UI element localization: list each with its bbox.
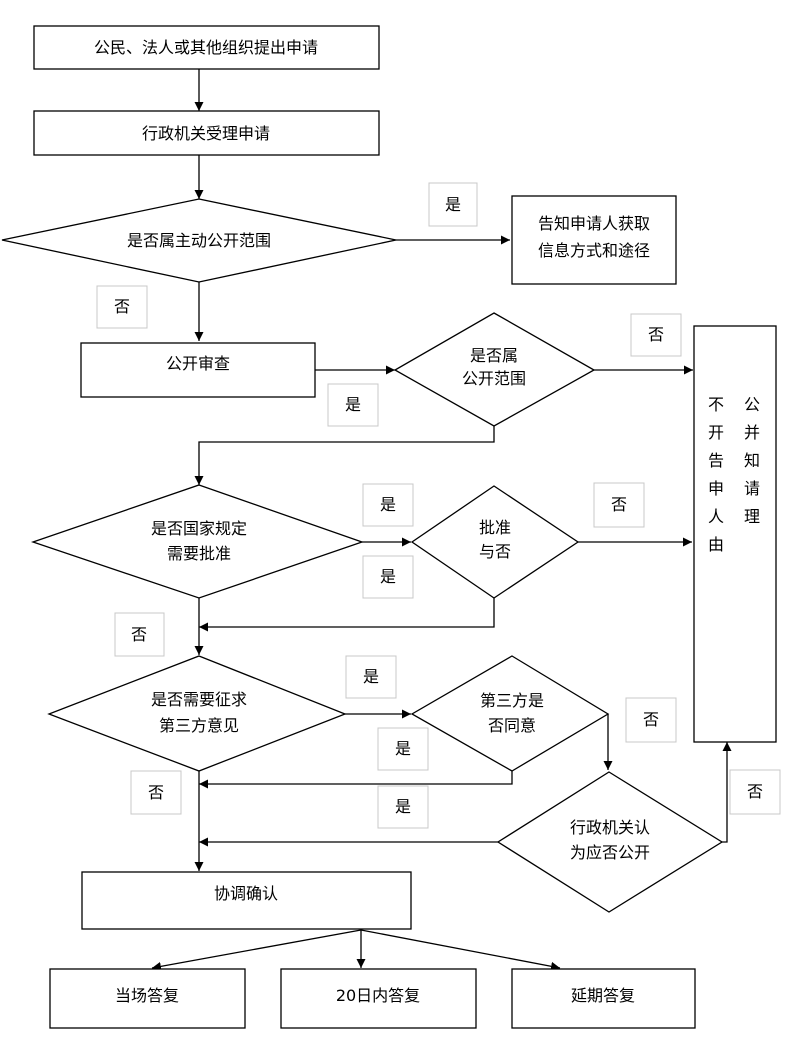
label-no: 否	[131, 625, 147, 644]
edges	[151, 69, 732, 971]
label-scope-yes: 是	[428, 182, 478, 227]
label-no: 否	[148, 783, 164, 802]
edge-coord-onsite	[151, 929, 362, 971]
label-yes: 是	[380, 567, 396, 586]
state-line-1: 是否国家规定	[151, 519, 247, 538]
label-agree-yes: 是	[377, 727, 429, 771]
reply-delay-text: 延期答复	[571, 986, 635, 1005]
reply-20d-node: 20日内答复	[280, 968, 477, 1029]
review-text: 公开审查	[166, 354, 230, 373]
label-approve-yes: 是	[362, 555, 414, 599]
reply-onsite-text: 当场答复	[115, 986, 179, 1005]
coordinate-node: 协调确认	[81, 871, 412, 930]
reply-delay-node: 延期答复	[511, 968, 696, 1029]
third-agree-line-2: 否同意	[488, 716, 536, 735]
public-line-2: 公开范围	[462, 369, 526, 388]
coordinate-text: 协调确认	[214, 884, 278, 903]
state-decision: 是否国家规定 需要批准	[30, 484, 364, 599]
approve-decision: 批准 与否	[410, 485, 580, 599]
apply-text: 公民、法人或其他组织提出申请	[94, 38, 318, 57]
edge-public-state	[194, 426, 495, 485]
edge-agree-back	[199, 771, 513, 789]
edge-labels: 是 否 是 否 是 否 是 否	[96, 182, 781, 829]
third-line-1: 是否需要征求	[151, 690, 247, 709]
reply-20d-text: 20日内答复	[336, 986, 420, 1005]
edge-coord-delay	[360, 929, 561, 971]
public-decision: 是否属 公开范围	[393, 312, 596, 427]
state-line-2: 需要批准	[167, 544, 231, 563]
label-yes: 是	[395, 797, 411, 816]
label-yes: 是	[363, 667, 379, 686]
agency-decision: 行政机关认 为应否公开	[496, 771, 724, 913]
third-agree-line-1: 第三方是	[480, 691, 544, 710]
label-yes: 是	[395, 739, 411, 758]
label-agree-no: 否	[625, 697, 677, 743]
third-line-2: 第三方意见	[159, 716, 239, 735]
label-approve-no: 否	[593, 482, 645, 528]
refuse-node: 不 开 告 申 人 由 公 并 知 请 理	[693, 325, 777, 743]
accept-node: 行政机关受理申请	[33, 110, 380, 156]
edge-approve-back	[199, 598, 495, 632]
label-yes: 是	[445, 195, 461, 214]
refuse-char: 人	[708, 507, 724, 526]
refuse-char: 理	[744, 507, 760, 526]
reply-onsite-node: 当场答复	[49, 968, 246, 1029]
refuse-char: 申	[708, 479, 724, 498]
refuse-char: 开	[708, 423, 724, 442]
label-state-no: 否	[114, 612, 165, 657]
label-no: 否	[648, 325, 664, 344]
label-no: 否	[643, 710, 659, 729]
refuse-char: 公	[744, 395, 760, 414]
label-yes: 是	[345, 395, 361, 414]
label-agency-no: 否	[729, 769, 781, 815]
label-third-no: 否	[130, 770, 182, 815]
refuse-char: 请	[744, 479, 760, 498]
refuse-char: 不	[708, 395, 724, 414]
public-line-1: 是否属	[470, 346, 518, 365]
inform-line-2: 信息方式和途径	[538, 241, 650, 260]
inform-node: 告知申请人获取 信息方式和途径	[511, 195, 677, 285]
label-yes: 是	[380, 495, 396, 514]
inform-line-1: 告知申请人获取	[538, 214, 650, 233]
accept-text: 行政机关受理申请	[142, 124, 270, 143]
label-public-no: 否	[630, 313, 682, 357]
third-agree-decision: 第三方是 否同意	[410, 655, 610, 772]
approve-line-2: 与否	[479, 542, 511, 561]
label-state-yes-top: 是	[362, 483, 414, 527]
scope-decision: 是否属主动公开范围	[1, 198, 397, 283]
apply-node: 公民、法人或其他组织提出申请	[33, 25, 380, 70]
label-scope-no: 否	[96, 285, 148, 329]
refuse-char: 由	[708, 535, 724, 554]
label-no: 否	[114, 297, 130, 316]
label-review-yes: 是	[327, 383, 379, 427]
third-decision: 是否需要征求 第三方意见	[47, 655, 347, 772]
scope-text: 是否属主动公开范围	[127, 231, 271, 250]
review-node: 公开审查	[80, 342, 316, 398]
label-no: 否	[747, 782, 763, 801]
label-agency-yes: 是	[377, 785, 429, 829]
refuse-char: 告	[708, 451, 724, 470]
agency-line-2: 为应否公开	[570, 843, 650, 862]
label-no: 否	[611, 495, 627, 514]
agency-line-1: 行政机关认	[570, 818, 650, 837]
label-third-yes: 是	[345, 655, 397, 699]
approve-line-1: 批准	[479, 518, 511, 537]
refuse-char: 并	[744, 423, 760, 442]
edge-agency-refuse	[722, 742, 732, 843]
refuse-char: 知	[744, 451, 760, 470]
